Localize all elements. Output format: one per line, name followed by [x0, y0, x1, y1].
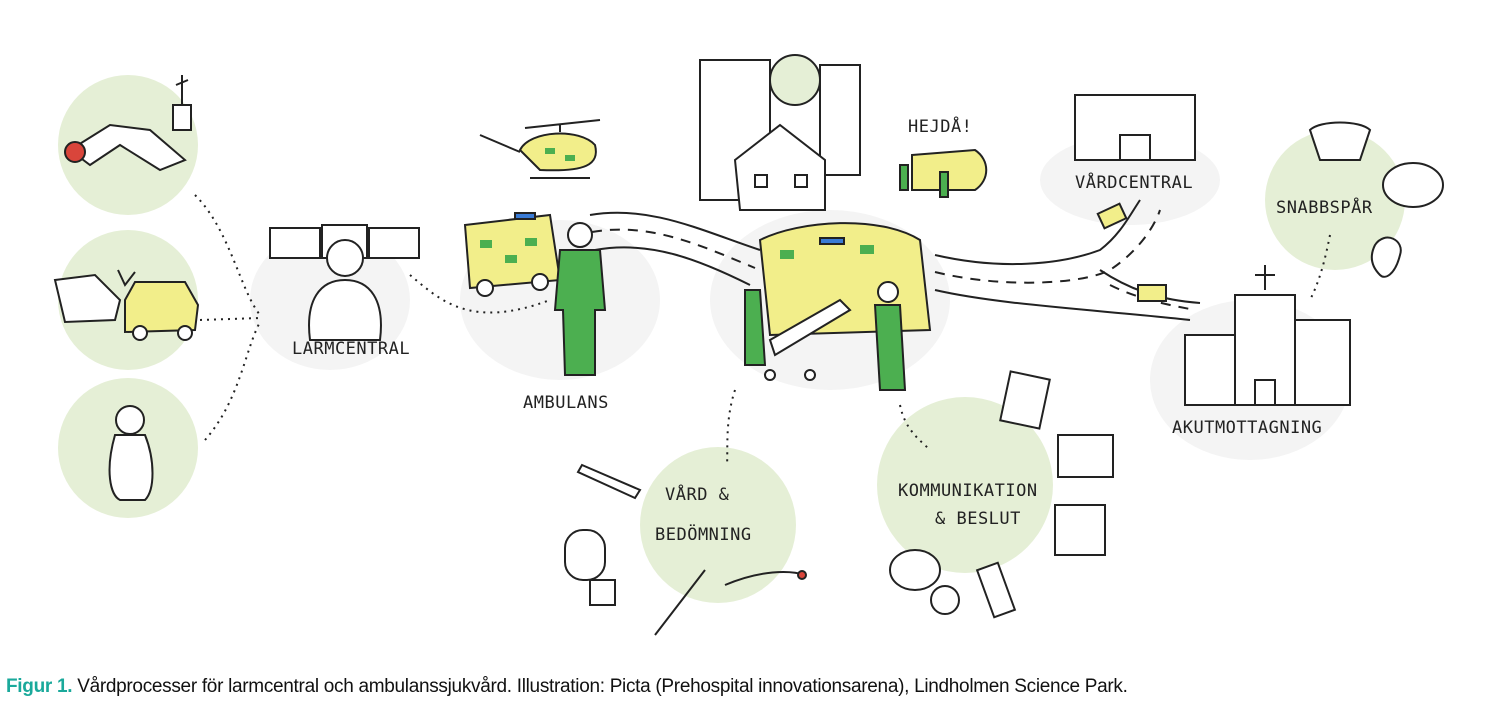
helicopter-icon [479, 119, 601, 179]
ambulance-icon [463, 212, 562, 297]
label-ambulans: AMBULANS [523, 393, 609, 413]
paramedic-icon [553, 222, 607, 376]
labels: LARMCENTRAL AMBULANS VÅRD & BEDÖMNING KO… [292, 115, 1373, 545]
roads [589, 199, 1201, 321]
figure-caption: Figur 1. Vårdprocesser för larmcentral o… [6, 676, 1128, 698]
care-process-illustration: LARMCENTRAL AMBULANS VÅRD & BEDÖMNING KO… [53, 54, 1444, 636]
car-crash-icon [53, 269, 200, 341]
circle-fasttrack [1265, 130, 1405, 270]
figure-label: Figur 1. [6, 676, 73, 697]
care-tools-icon [564, 463, 807, 636]
label-vard-line1: VÅRD & [665, 483, 730, 505]
farewell-ambulance-icon [899, 148, 988, 198]
person-distress-icon [108, 405, 154, 501]
dotted-connectors [194, 194, 1331, 466]
communication-devices-icon [889, 370, 1114, 619]
fast-track-organs-icon [1308, 121, 1444, 278]
dispatch-center-icon [269, 224, 420, 341]
ambulance-stretcher-scene-icon [744, 222, 932, 391]
hospital-icon [1184, 265, 1351, 406]
label-akutmottagning: AKUTMOTTAGNING [1172, 418, 1322, 438]
label-vardcentral: VÅRDCENTRAL [1075, 171, 1193, 193]
caption-text: Vårdprocesser för larmcentral och ambula… [72, 676, 1128, 697]
buildings-icon [699, 54, 861, 211]
label-hejda: HEJDÅ! [908, 115, 972, 137]
label-kommunikation-line1: KOMMUNIKATION [898, 481, 1038, 501]
circle-care [640, 447, 796, 603]
person-collapsed-icon [64, 75, 192, 172]
label-larmcentral: LARMCENTRAL [292, 339, 410, 359]
health-center-icon [1074, 94, 1196, 161]
label-kommunikation-line2: & BESLUT [935, 509, 1021, 529]
label-snabbspar: SNABBSPÅR [1276, 196, 1373, 218]
road-vehicles-icon [1096, 202, 1167, 302]
label-vard-line2: BEDÖMNING [655, 523, 752, 545]
